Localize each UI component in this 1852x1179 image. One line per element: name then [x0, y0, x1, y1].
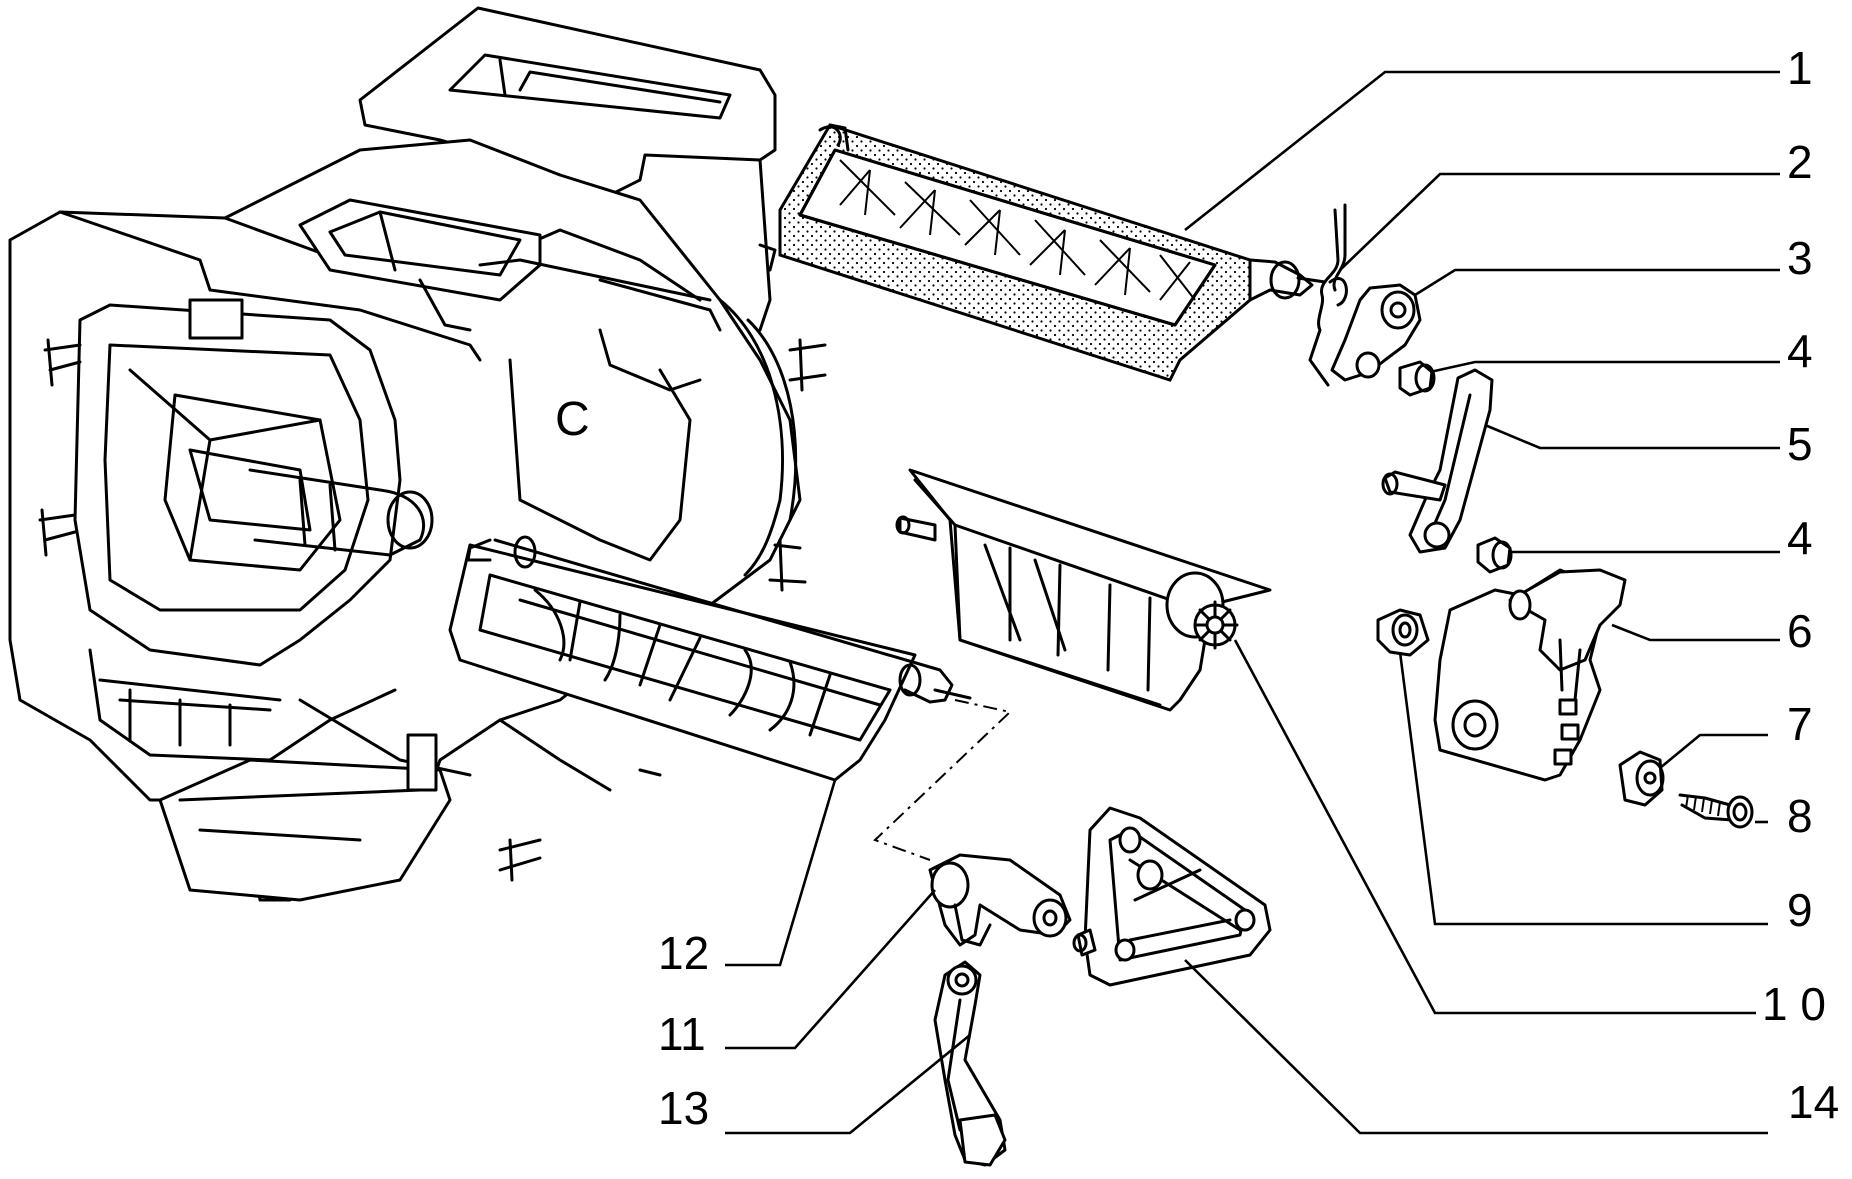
callout-4-lower: 4: [1787, 512, 1813, 564]
callout-12: 12: [658, 927, 709, 979]
part-4-bushing-lower: [1476, 536, 1513, 574]
callout-3: 3: [1787, 232, 1813, 284]
callout-5: 5: [1787, 418, 1813, 470]
part-11-rotary-joint: [928, 853, 1072, 947]
callout-7: 7: [1787, 698, 1813, 750]
part-10-damper-door: [895, 468, 1272, 712]
callout-1: 1: [1787, 42, 1813, 94]
callout-4-upper: 4: [1787, 325, 1813, 377]
callout-labels: 1 2 3 4 5 4 6 7 8 9 1 0 12 11 13 14: [658, 42, 1839, 1134]
part-14-triangular-bracket: [1072, 806, 1272, 987]
part-1-filter-flap: [758, 123, 1327, 382]
part-13-link-rod: [933, 960, 1007, 1167]
callout-6: 6: [1787, 605, 1813, 657]
part-8-screw: [1678, 793, 1754, 829]
callout-9: 9: [1787, 884, 1813, 936]
callout-2: 2: [1787, 136, 1813, 188]
assembly-axis-line: [873, 699, 1013, 861]
leader-lines: [725, 70, 1780, 1135]
part-6-actuator-bracket: [1433, 568, 1627, 782]
heater-housing: C: [8, 6, 827, 902]
housing-mark: C: [555, 393, 590, 446]
part-2-spring: [1308, 203, 1348, 387]
callout-10: 1 0: [1762, 978, 1826, 1030]
callout-13: 13: [658, 1082, 709, 1134]
part-3-lever-hub: [1330, 283, 1422, 382]
callout-11: 11: [658, 1008, 706, 1060]
part-7-washer: [1618, 750, 1665, 807]
callout-8: 8: [1787, 790, 1813, 842]
part-12-louvered-flap: [448, 535, 972, 782]
callout-14: 14: [1788, 1076, 1839, 1128]
part-4-bushing-upper: [1398, 360, 1436, 397]
part-9-bushing: [1376, 608, 1430, 657]
part-5-lever-arm: [1381, 368, 1494, 554]
